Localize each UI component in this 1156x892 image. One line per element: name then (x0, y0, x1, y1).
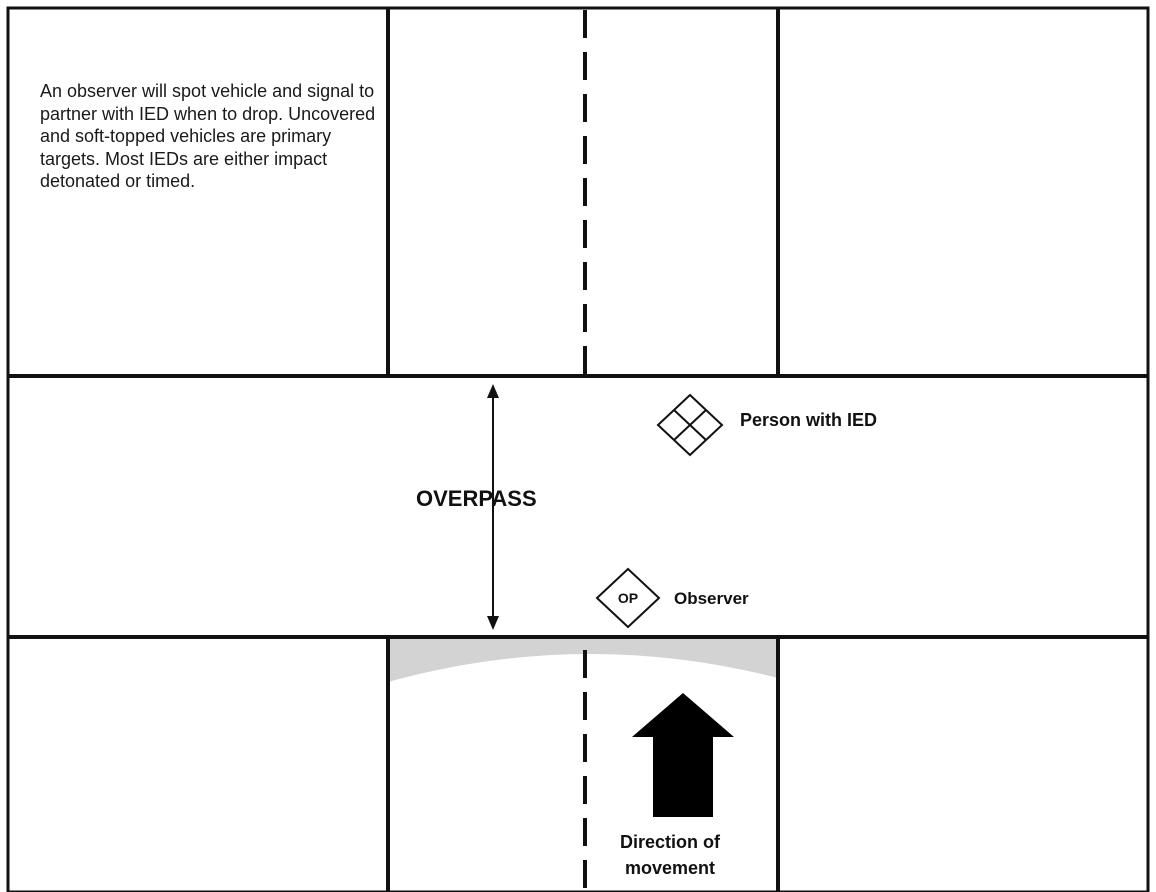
double-arrow-vertical-icon (487, 384, 499, 630)
direction-label-line2: movement (624, 858, 716, 878)
arrow-up-icon (632, 693, 734, 817)
overpass-shadow (388, 638, 778, 682)
direction-of-movement-label: Direction of movement (601, 829, 739, 881)
op-symbol-text: OP (618, 590, 638, 606)
direction-label-line1: Direction of (619, 832, 720, 852)
diamond-op-icon: OP (595, 567, 661, 629)
observer-label: Observer (674, 589, 749, 608)
diagram-border (6, 6, 1150, 892)
overpass-label: OVERPASS (416, 486, 537, 511)
description-text: An observer will spot vehicle and signal… (40, 81, 376, 191)
person-with-ied-label: Person with IED (740, 410, 878, 430)
diamond-grid-icon (656, 393, 724, 457)
